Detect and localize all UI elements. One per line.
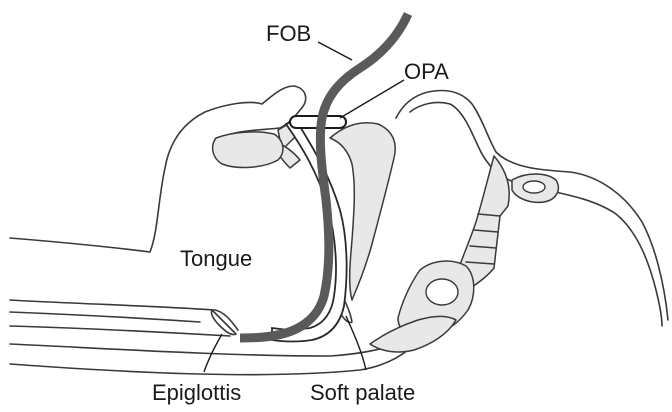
epiglottis-label: Epiglottis xyxy=(152,380,241,405)
fob-leader-line xyxy=(318,42,352,60)
opa-leader-line xyxy=(340,80,404,118)
neck-line-2 xyxy=(10,344,396,356)
soft-palate-label: Soft palate xyxy=(310,380,415,405)
spinal-foramen xyxy=(523,181,545,193)
lower-jaw-outline xyxy=(10,300,238,330)
face-profile-outline xyxy=(10,86,306,252)
trachea-wall xyxy=(370,316,456,352)
tongue-label: Tongue xyxy=(180,246,252,271)
soft-palate-leader-line xyxy=(346,316,366,370)
neck-front-outline xyxy=(10,312,200,322)
larynx-opening xyxy=(426,279,458,305)
hard-palate-bone xyxy=(213,132,283,168)
fob-label: FOB xyxy=(266,21,311,46)
opa-label: OPA xyxy=(404,59,449,84)
neck-line-1 xyxy=(10,326,230,336)
